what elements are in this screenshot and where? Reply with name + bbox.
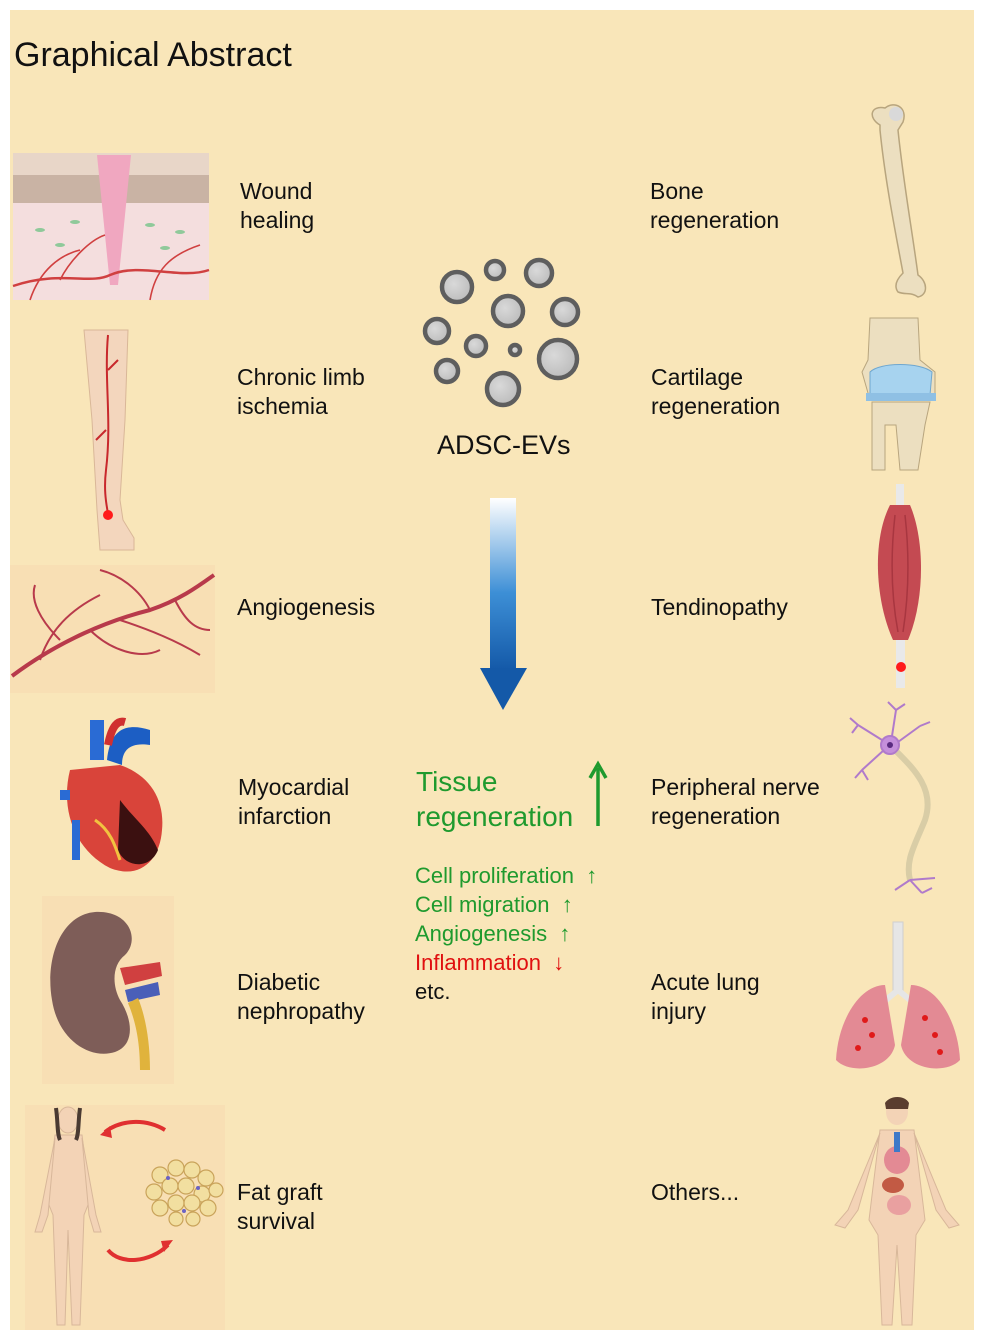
up-arrow-icon: ↑ [555,892,573,917]
label-acute-lung-injury: Acute lung injury [651,969,760,1024]
label-angiogenesis: Angiogenesis [237,594,376,620]
label-fat-graft-survival: Fat graft survival [237,1179,323,1234]
human-body-icon [834,1097,960,1326]
up-arrow-icon: ↑ [553,921,571,946]
label-cartilage-regeneration: Cartilage regeneration [651,364,781,419]
label-myocardial-infarction: Myocardial infarction [238,774,350,829]
tissue-regeneration-label: Tissue regeneration [416,766,574,832]
label-bone-regeneration: Bone regeneration [650,178,780,233]
fat-graft-icon [25,1105,225,1330]
adsc-evs-label: ADSC-EVs [437,430,571,460]
effect-text: Inflammation [415,950,541,975]
label-others: Others... [651,1179,740,1205]
skin-wound-icon [12,153,210,301]
knee-icon [861,317,936,471]
heart-icon [60,717,163,872]
label-wound-healing: Wound healing [240,178,315,233]
effect-cell-migration: Cell migration ↑ [415,890,573,919]
effect-text: Cell migration [415,892,550,917]
up-arrow-icon: ↑ [580,863,598,888]
neuron-icon [849,701,936,894]
page-title: Graphical Abstract [14,36,292,74]
label-peripheral-nerve-regeneration: Peripheral nerve regeneration [651,774,820,829]
extracellular-vesicles-icon [422,257,581,408]
leg-icon [83,329,135,551]
down-arrow-icon: ↓ [547,950,565,975]
label-tendinopathy: Tendinopathy [651,594,788,620]
bone-icon [871,104,927,298]
effect-etc: etc. [415,979,451,1004]
effect-cell-proliferation: Cell proliferation ↑ [415,861,597,890]
lungs-icon [836,921,960,1069]
effect-angiogenesis: Angiogenesis ↑ [415,919,570,948]
down-flow-arrow-icon [480,498,527,710]
effect-text: Angiogenesis [415,921,548,946]
blood-vessel-icon [10,565,216,693]
muscle-tendon-icon [877,484,922,688]
up-arrow-icon [588,760,608,826]
label-diabetic-nephropathy: Diabetic nephropathy [237,969,365,1024]
effect-inflammation: Inflammation ↓ [415,948,564,977]
effect-text: Cell proliferation [415,863,574,888]
kidney-icon [42,896,174,1084]
label-chronic-limb-ischemia: Chronic limb ischemia [237,364,365,419]
